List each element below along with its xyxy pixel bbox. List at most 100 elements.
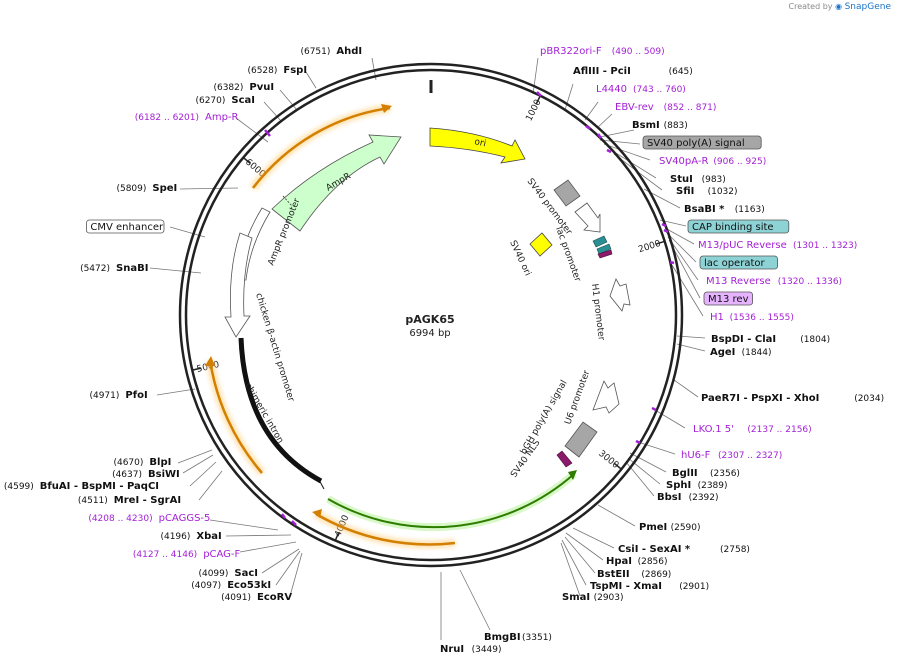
primer-position: (906 .. 925): [713, 157, 766, 167]
restriction-site-label: StuI: [670, 174, 693, 185]
restriction-site-position: (1844): [742, 348, 772, 358]
chimeric-intron-end: [317, 477, 325, 490]
restriction-site-position: (645): [669, 67, 693, 77]
bgh-polya-label: bGH poly(A) signal: [519, 379, 570, 457]
primer-label: SV40pA-R: [659, 156, 708, 167]
sv40-nls-shape[interactable]: [556, 450, 573, 468]
orange-arc-left-arrowhead: [205, 356, 215, 366]
restriction-site-position: (2856): [638, 557, 668, 567]
primer-position: (1536 .. 1555): [730, 313, 794, 323]
restriction-site-position: (6382): [213, 83, 243, 93]
plasmid-size: 6994 bp: [409, 328, 450, 339]
primer-label: LKO.1 5': [693, 424, 734, 435]
orange-arc-bottom-arrowhead: [312, 509, 322, 518]
primer-position: (4127 .. 4146): [133, 550, 197, 560]
restriction-site-label: PaeR7I - PspXI - XhoI: [701, 393, 819, 404]
restriction-site-position: (3449): [472, 645, 502, 655]
restriction-site-position: (4099): [198, 569, 228, 579]
restriction-site-position: (4670): [113, 458, 143, 468]
sv40-ori-feature[interactable]: SV40 ori: [507, 232, 553, 278]
orange-feature-arcs: [205, 104, 456, 549]
restriction-site-label: BstEII: [597, 569, 630, 580]
restriction-site-label: BbsI: [657, 492, 681, 503]
restriction-site-position: (4511): [78, 496, 108, 506]
credit-text: Created by: [788, 2, 833, 11]
lac-operator-shape[interactable]: [596, 243, 612, 255]
primer-markers: [264, 91, 675, 526]
feature-label-box[interactable]: [642, 135, 762, 150]
restriction-site-label: BglII: [672, 468, 698, 479]
restriction-site-position: (2901): [679, 582, 709, 592]
primer-position: (490 .. 509): [612, 47, 665, 57]
restriction-site-label: SacI: [234, 568, 258, 579]
primer-label: L4440: [596, 84, 627, 95]
restriction-site-label: SmaI: [562, 592, 590, 603]
restriction-site-position: (2590): [671, 523, 701, 533]
snapgene-credit: Created by ◉ SnapGene: [789, 2, 892, 12]
ampr-arrow[interactable]: [271, 134, 402, 232]
restriction-site-position: (6751): [300, 47, 330, 57]
restriction-site-position: (1163): [735, 205, 765, 215]
restriction-site-position: (2869): [641, 570, 671, 580]
u6-promoter-label: U6 promoter: [563, 369, 592, 426]
sv40-ori-shape[interactable]: [529, 232, 553, 257]
plasmid-name: pAGK65: [405, 313, 454, 326]
feature-label: lac operator: [704, 258, 765, 269]
restriction-site-label: MreI - SgrAI: [114, 495, 181, 506]
u6-promoter-arrow[interactable]: [592, 380, 620, 414]
restriction-site-position: (1032): [708, 187, 738, 197]
feature-label-box[interactable]: [703, 291, 753, 306]
cap-binding-site-shape[interactable]: [592, 235, 608, 248]
ori-arrow[interactable]: [429, 127, 526, 164]
restriction-site-position: (5472): [80, 264, 110, 274]
feature-label-box[interactable]: [699, 255, 778, 270]
restriction-site-position: (983): [702, 175, 726, 185]
sv40-nls-feature[interactable]: SV40 NLS: [509, 438, 573, 480]
restriction-site-label: BspDI - ClaI: [711, 334, 776, 345]
primer-position: (1320 .. 1336): [778, 277, 842, 287]
restriction-site-label: ScaI: [231, 95, 255, 106]
tick-mark: [613, 462, 622, 470]
ori-feature[interactable]: ori: [429, 127, 526, 164]
primer-position: (852 .. 871): [664, 103, 717, 113]
m13-rev-shape[interactable]: [597, 249, 613, 259]
tick-label: 2000: [637, 239, 662, 256]
feature-label: CMV enhancer: [90, 222, 164, 233]
feature-label-box[interactable]: [86, 219, 165, 234]
sv40-polya-gray-box[interactable]: [553, 179, 581, 207]
primer-position: (4208 .. 4230): [88, 514, 152, 524]
restriction-site-label: BfuAI - BspMI - PaqCI: [40, 481, 159, 492]
orange-arc-top: [252, 106, 391, 189]
restriction-site-label: AflIII - PciI: [573, 66, 631, 77]
restriction-site-position: (2389): [698, 481, 728, 491]
restriction-site-position: (2758): [720, 545, 750, 555]
sv40-promoter-arrow[interactable]: [574, 202, 601, 233]
feature-label: SV40 poly(A) signal: [647, 138, 745, 149]
cba-promoter-feature[interactable]: chicken β-actin promoter: [224, 232, 296, 403]
h1-promoter-feature[interactable]: H1 promoter: [589, 278, 631, 341]
primer-label: H1: [710, 312, 724, 323]
orange-arc-left: [208, 359, 263, 474]
chimeric-intron-arc[interactable]: [238, 337, 323, 484]
primer-label: pCAG-F: [203, 549, 240, 560]
backbone-outer-ring: [178, 62, 684, 568]
restriction-site-position: (5809): [116, 184, 146, 194]
bgh-polya-shape[interactable]: [564, 421, 598, 458]
h1-promoter-arrow[interactable]: [609, 278, 631, 312]
cba-promoter-arrow[interactable]: [224, 232, 253, 338]
restriction-site-position: (2392): [689, 493, 719, 503]
cap-lac-boxes[interactable]: [592, 235, 613, 259]
restriction-site-label: PvuI: [249, 82, 274, 93]
tick-mark: [192, 367, 202, 371]
restriction-site-label: AgeI: [710, 347, 735, 358]
restriction-site-label: BsmI: [632, 120, 660, 131]
feature-label-box[interactable]: [687, 219, 790, 234]
restriction-site-position: (2356): [710, 469, 740, 479]
restriction-site-position: (4196): [160, 532, 190, 542]
sv40-promoter-feature[interactable]: SV40 promoter: [525, 177, 581, 238]
u6-promoter-feature[interactable]: U6 promoter: [563, 369, 620, 426]
green-arc-arrowhead: [568, 470, 577, 480]
primer-label: M13 Reverse: [706, 276, 771, 287]
restriction-site-label: SnaBI: [116, 263, 148, 274]
tick-mark: [655, 240, 665, 245]
